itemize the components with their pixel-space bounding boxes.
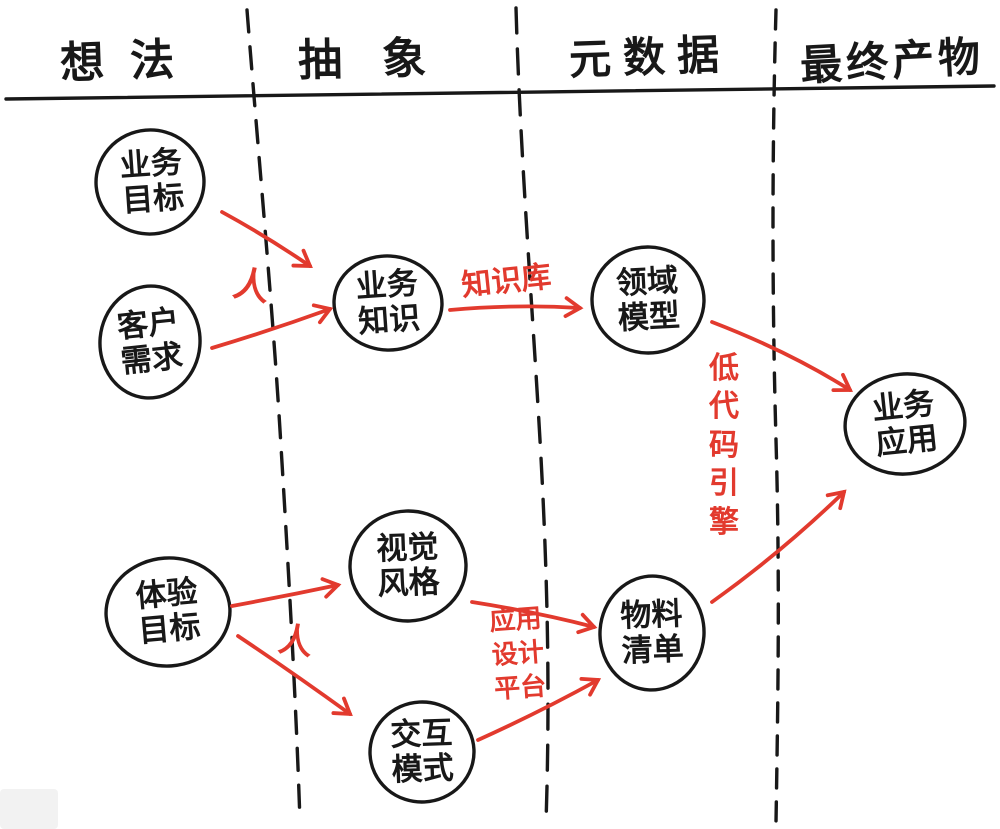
node-experience-goals-shape: [104, 556, 232, 668]
arrow-material-list-to-business-app: [710, 489, 847, 604]
column-header-abstraction: 抽象: [297, 32, 467, 87]
node-business-goals-label: 业务 目标: [118, 144, 186, 220]
node-interaction-pattern-label: 交互 模式: [389, 715, 455, 789]
arrow-experience-goals-to-interaction-pattern: [236, 634, 353, 717]
node-visual-style-label: 视觉 风格: [375, 529, 441, 603]
column-header-final-product: 最终产物: [798, 31, 986, 91]
column-divider-1: [245, 8, 302, 824]
node-visual-style-shape: [348, 509, 468, 623]
node-customer-needs-label: 客户 需求: [115, 303, 185, 381]
node-business-knowledge-line2: 知识: [357, 299, 422, 341]
node-business-knowledge-shape: [332, 254, 444, 352]
edge-label-app-design-platform: 应用设计平台: [488, 603, 548, 705]
node-experience-goals-label: 体验 目标: [134, 574, 202, 650]
node-material-list-label: 物料 清单: [619, 596, 685, 670]
header-underline: [4, 84, 996, 101]
node-material-list-line1: 物料: [619, 596, 683, 635]
edge-label-low-code-engine: 低代码引擎: [709, 351, 739, 540]
node-material-list-shape: [598, 574, 706, 692]
node-interaction-pattern-line2: 模式: [390, 749, 455, 789]
column-divider-3: [771, 8, 781, 824]
node-business-app-label: 业务 应用: [870, 385, 940, 463]
node-interaction-pattern-line1: 交互: [389, 715, 453, 754]
node-experience-goals-line2: 目标: [137, 608, 202, 650]
column-divider-2: [514, 6, 550, 824]
node-business-app-line2: 应用: [874, 419, 940, 463]
node-business-goals-shape: [94, 128, 206, 236]
arrow-experience-goals-to-visual-style: [230, 577, 342, 608]
node-visual-style-line2: 风格: [376, 563, 441, 603]
arrow-interaction-pattern-to-material-list: [476, 676, 602, 742]
node-customer-needs-line2: 需求: [119, 337, 185, 381]
node-domain-model-label: 领域 模型: [615, 262, 681, 337]
node-business-goals-line1: 业务: [118, 144, 183, 185]
arrow-domain-model-to-business-app: [710, 320, 853, 393]
node-business-knowledge-label: 业务 知识: [354, 265, 422, 341]
arrow-customer-needs-to-business-knowledge: [210, 303, 334, 350]
node-business-app-shape: [843, 372, 967, 476]
node-domain-model-line2: 模型: [616, 297, 681, 337]
column-header-metadata: 元数据: [568, 29, 732, 85]
node-material-list-line2: 清单: [620, 630, 685, 670]
node-business-knowledge-line1: 业务: [354, 265, 419, 306]
node-visual-style-line1: 视觉: [375, 529, 439, 568]
arrow-visual-style-to-material-list: [470, 600, 598, 635]
watermark: [0, 789, 58, 829]
arrow-business-goals-to-business-knowledge: [220, 210, 313, 268]
edge-label-person-bottom: 人: [275, 619, 316, 664]
node-domain-model-shape: [590, 245, 706, 355]
node-customer-needs-shape: [98, 284, 202, 400]
node-domain-model-line1: 领域: [615, 262, 679, 302]
node-interaction-pattern-shape: [368, 700, 476, 804]
arrow-business-knowledge-to-domain-model: [448, 296, 584, 319]
column-header-ideas: 想法: [59, 33, 202, 90]
node-business-goals-line2: 目标: [121, 178, 186, 220]
edge-label-knowledge-base: 知识库: [459, 259, 553, 304]
